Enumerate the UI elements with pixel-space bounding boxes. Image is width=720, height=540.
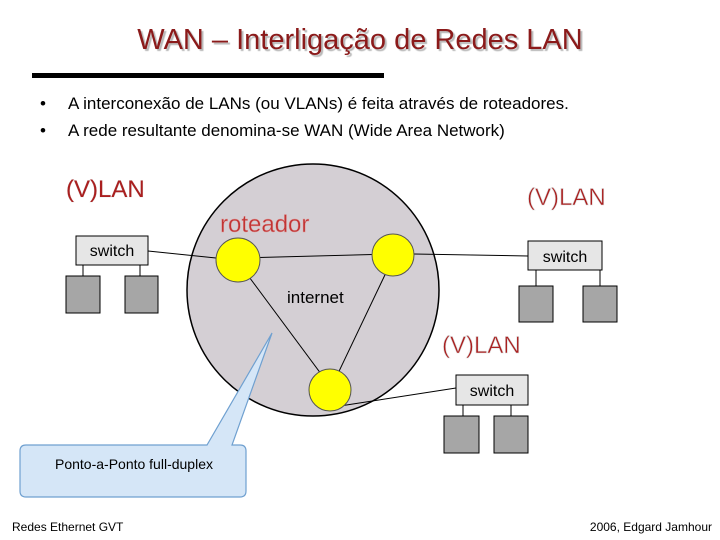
- internet-cloud: [186, 163, 440, 417]
- router-node: [371, 233, 415, 277]
- link-line: [147, 250, 217, 259]
- title-underline: [32, 73, 384, 78]
- bullet-text: A rede resultante denomina-se WAN (Wide …: [68, 121, 505, 140]
- bullet-text: A interconexão de LANs (ou VLANs) é feit…: [68, 94, 569, 113]
- link-line: [237, 253, 394, 259]
- slide-title: WAN – Interligação de Redes LAN: [137, 24, 583, 56]
- switch-box: [455, 374, 529, 406]
- link-line: [413, 253, 529, 257]
- host-computer: [582, 285, 618, 323]
- host-computer: [124, 275, 159, 314]
- host-computer: [443, 415, 480, 454]
- bullet-icon: •: [40, 121, 46, 140]
- bullet-icon: •: [40, 94, 46, 113]
- router-node: [308, 368, 352, 412]
- switch-label: switch: [470, 383, 514, 400]
- bullet-item: • A interconexão de LANs (ou VLANs) é fei…: [40, 94, 569, 114]
- switch-label: switch: [90, 243, 134, 260]
- router-node: [215, 237, 261, 283]
- switch-label: switch: [543, 249, 587, 266]
- host-computer: [518, 285, 554, 323]
- callout-text: Ponto-a-Ponto full-duplex: [55, 456, 213, 472]
- callout-box: [19, 332, 273, 498]
- link-line: [331, 257, 394, 387]
- link-line: [339, 387, 457, 407]
- footer-left: Redes Ethernet GVT: [12, 520, 124, 534]
- host-computer: [65, 275, 101, 314]
- bullet-item: • A rede resultante denomina-se WAN (Wide…: [40, 121, 505, 141]
- lan-label: (V)LAN: [527, 184, 606, 211]
- lan-label: (V)LAN: [66, 176, 145, 203]
- link-line: [237, 261, 331, 387]
- switch-box: [527, 240, 603, 271]
- lan-label: (V)LAN: [442, 332, 521, 359]
- router-label: roteador: [220, 211, 309, 238]
- internet-label: internet: [287, 288, 344, 307]
- host-computer: [493, 415, 529, 454]
- switch-box: [75, 235, 149, 266]
- footer-right: 2006, Edgard Jamhour: [589, 520, 712, 534]
